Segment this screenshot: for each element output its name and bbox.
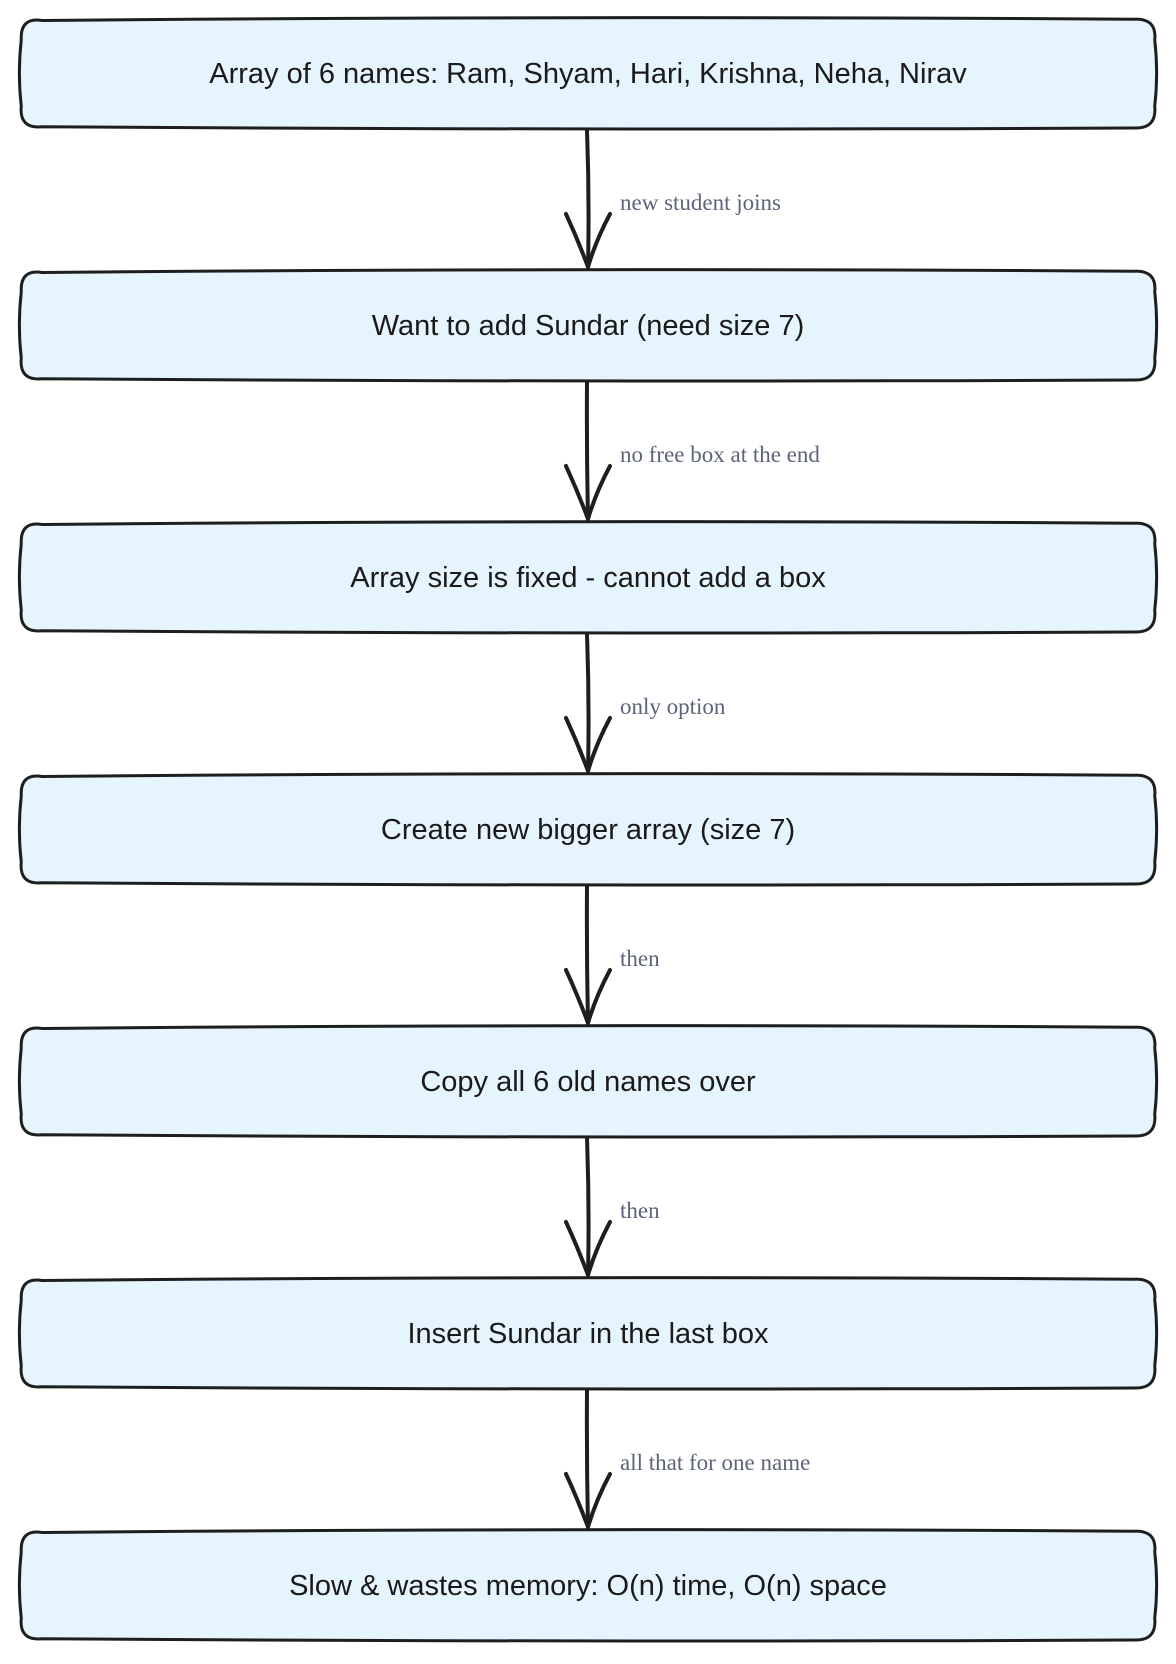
node-box xyxy=(17,520,1159,635)
edge-line xyxy=(585,128,591,269)
edge-label: then xyxy=(620,946,660,971)
node-box xyxy=(17,1024,1159,1139)
node-label: Copy all 6 old names over xyxy=(420,1066,756,1098)
flow-edge-1: new student joins xyxy=(564,128,781,269)
flow-node-2: Want to add Sundar (need size 7) xyxy=(17,268,1159,383)
flow-node-3: Array size is fixed - cannot add a box xyxy=(17,520,1159,635)
node-label: Want to add Sundar (need size 7) xyxy=(372,310,805,342)
arrowhead-icon xyxy=(564,1220,612,1277)
flow-node-1: Array of 6 names: Ram, Shyam, Hari, Kris… xyxy=(17,16,1159,131)
node-box xyxy=(17,16,1159,131)
flow-edge-3: only option xyxy=(564,632,726,773)
flow-edge-5: then xyxy=(564,1136,660,1277)
arrowhead-icon xyxy=(564,968,612,1025)
edge-label: then xyxy=(620,1198,660,1223)
flow-node-5: Copy all 6 old names over xyxy=(17,1024,1159,1139)
edge-label: no free box at the end xyxy=(620,442,820,467)
node-label: Array size is fixed - cannot add a box xyxy=(350,562,826,594)
node-label: Insert Sundar in the last box xyxy=(407,1318,769,1350)
node-box xyxy=(17,1276,1159,1391)
edge-line xyxy=(584,884,590,1025)
flow-node-6: Insert Sundar in the last box xyxy=(17,1276,1159,1391)
node-label: Array of 6 names: Ram, Shyam, Hari, Kris… xyxy=(209,58,967,90)
node-box xyxy=(17,268,1159,383)
edge-label: all that for one name xyxy=(620,1450,810,1475)
arrowhead-icon xyxy=(564,212,612,269)
node-box xyxy=(17,772,1159,887)
edge-line xyxy=(585,1136,591,1277)
edge-line xyxy=(584,1388,590,1529)
edge-line xyxy=(585,632,591,773)
flow-edge-2: no free box at the end xyxy=(564,380,820,521)
arrowhead-icon xyxy=(564,464,612,521)
edge-line xyxy=(584,380,590,521)
edge-label: new student joins xyxy=(620,190,781,215)
node-label: Create new bigger array (size 7) xyxy=(381,814,795,846)
nodes-layer: Array of 6 names: Ram, Shyam, Hari, Kris… xyxy=(17,16,1159,1643)
node-label: Slow & wastes memory: O(n) time, O(n) sp… xyxy=(289,1570,887,1602)
edges-layer: new student joins no free box at the end o… xyxy=(564,128,820,1529)
arrowhead-icon xyxy=(564,1472,612,1529)
edge-label: only option xyxy=(620,694,726,719)
flow-node-7: Slow & wastes memory: O(n) time, O(n) sp… xyxy=(17,1528,1159,1643)
node-box xyxy=(17,1528,1159,1643)
flow-edge-4: then xyxy=(564,884,660,1025)
flow-edge-6: all that for one name xyxy=(564,1388,810,1529)
arrowhead-icon xyxy=(564,716,612,773)
flow-node-4: Create new bigger array (size 7) xyxy=(17,772,1159,887)
